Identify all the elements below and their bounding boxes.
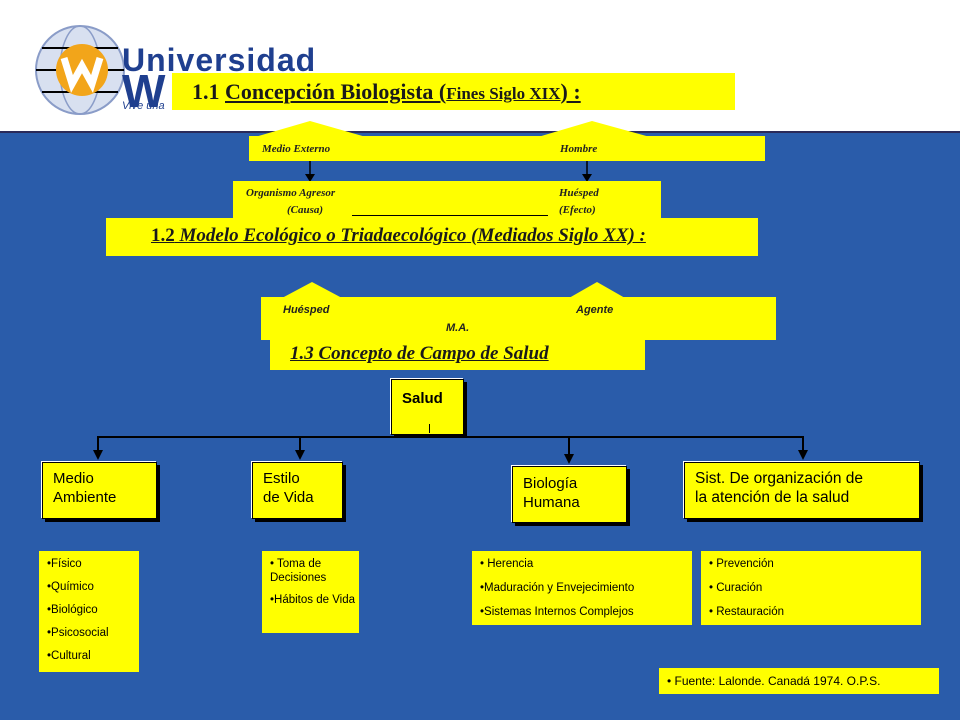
category-estilo-vida-line-2: de Vida bbox=[263, 489, 314, 506]
host-label: Huésped bbox=[559, 187, 599, 199]
triad-2-bottom: M.A. bbox=[446, 322, 470, 334]
section-2-period: (Mediados Siglo XX) : bbox=[471, 225, 646, 246]
triad-1-right: Hombre bbox=[560, 143, 598, 155]
list-item: • Restauración bbox=[709, 606, 784, 618]
category-medio-ambiente: Medio Ambiente bbox=[42, 462, 157, 519]
header-band bbox=[0, 0, 960, 133]
list-item: • Toma de Decisiones bbox=[270, 558, 327, 584]
list-item: •Cultural bbox=[47, 650, 91, 662]
category-biologia-humana-line-2: Humana bbox=[523, 494, 580, 511]
triad-2-right: Agente bbox=[576, 304, 614, 316]
section-1-period: Fines Siglo XIX bbox=[446, 84, 561, 103]
salud-root-tick bbox=[429, 424, 430, 433]
list-item: • Curación bbox=[709, 582, 763, 594]
list-item: •Maduración y Envejecimiento bbox=[480, 582, 635, 594]
section-1-title: 1.1 Concepción Biologista (Fines Siglo X… bbox=[192, 79, 581, 105]
list-item: •Psicosocial bbox=[47, 627, 109, 639]
list-item: •Físico bbox=[47, 558, 82, 570]
category-biologia-humana: Biología Humana bbox=[512, 466, 627, 523]
category-sistema-atencion: Sist. De organización de la atención de … bbox=[684, 462, 920, 519]
category-estilo-vida: Estilo de Vida bbox=[252, 462, 343, 519]
agent-host-box: Organismo Agresor (Causa) Huésped (Efect… bbox=[233, 181, 661, 223]
triad-1-left: Medio Externo bbox=[262, 143, 331, 155]
effect-label: (Efecto) bbox=[559, 204, 596, 216]
salud-root-label: Salud bbox=[402, 390, 443, 407]
list-item: •Químico bbox=[47, 581, 94, 593]
list-item: •Sistemas Internos Complejos bbox=[480, 606, 634, 618]
salud-root-node: Salud bbox=[391, 379, 464, 435]
section-2-heading: Modelo Ecológico o Triadaecológico bbox=[179, 225, 467, 246]
section-3-title-box: 1.3 Concepto de Campo de Salud bbox=[270, 338, 645, 370]
section-2-title-box: 1.2 Modelo Ecológico o Triadaecológico (… bbox=[106, 218, 758, 256]
list-item: • Prevención bbox=[709, 558, 774, 570]
category-estilo-vida-line-1: Estilo bbox=[263, 470, 300, 487]
source-note: • Fuente: Lalonde. Canadá 1974. O.P.S. bbox=[659, 668, 939, 694]
list-medio-ambiente: •Físico •Químico •Biológico •Psicosocial… bbox=[39, 551, 139, 672]
section-1-heading: Concepción Biologista ( bbox=[225, 79, 447, 104]
list-biologia-humana: • Herencia •Maduración y Envejecimiento … bbox=[472, 551, 692, 625]
category-medio-ambiente-line-1: Medio bbox=[53, 470, 94, 487]
agent-label: Organismo Agresor bbox=[246, 187, 336, 199]
category-sistema-atencion-line-1: Sist. De organización de bbox=[695, 470, 864, 487]
section-2-title: 1.2 Modelo Ecológico o Triadaecológico (… bbox=[151, 225, 646, 247]
list-estilo-vida: • Toma de Decisiones •Hábitos de Vida bbox=[262, 551, 359, 633]
cause-label: (Causa) bbox=[287, 204, 324, 216]
globe-logo-icon bbox=[35, 25, 125, 115]
list-item: •Hábitos de Vida bbox=[270, 594, 356, 606]
category-medio-ambiente-line-2: Ambiente bbox=[53, 489, 117, 506]
category-sistema-atencion-line-2: la atención de la salud bbox=[695, 489, 850, 506]
university-tagline: Vive una bbox=[122, 100, 165, 112]
triad-2-shape bbox=[261, 282, 776, 340]
section-3-title: 1.3 Concepto de Campo de Salud bbox=[290, 343, 549, 364]
section-1-number: 1.1 bbox=[192, 79, 220, 104]
category-biologia-humana-line-1: Biología bbox=[523, 475, 578, 492]
university-initial: W bbox=[122, 65, 166, 117]
agent-host-line bbox=[352, 215, 548, 216]
list-item: • Herencia bbox=[480, 558, 534, 570]
section-1-title-box: 1.1 Concepción Biologista (Fines Siglo X… bbox=[172, 73, 735, 110]
triad-2-left: Huésped bbox=[283, 304, 330, 316]
section-2-number: 1.2 bbox=[151, 225, 175, 246]
triad-1-shape bbox=[249, 121, 765, 182]
list-sistema-atencion: • Prevención • Curación • Restauración bbox=[701, 551, 921, 625]
university-name: Universidad bbox=[122, 42, 317, 78]
section-1-close: ) : bbox=[560, 79, 581, 104]
list-item: •Biológico bbox=[47, 604, 98, 616]
university-logo bbox=[30, 20, 130, 120]
